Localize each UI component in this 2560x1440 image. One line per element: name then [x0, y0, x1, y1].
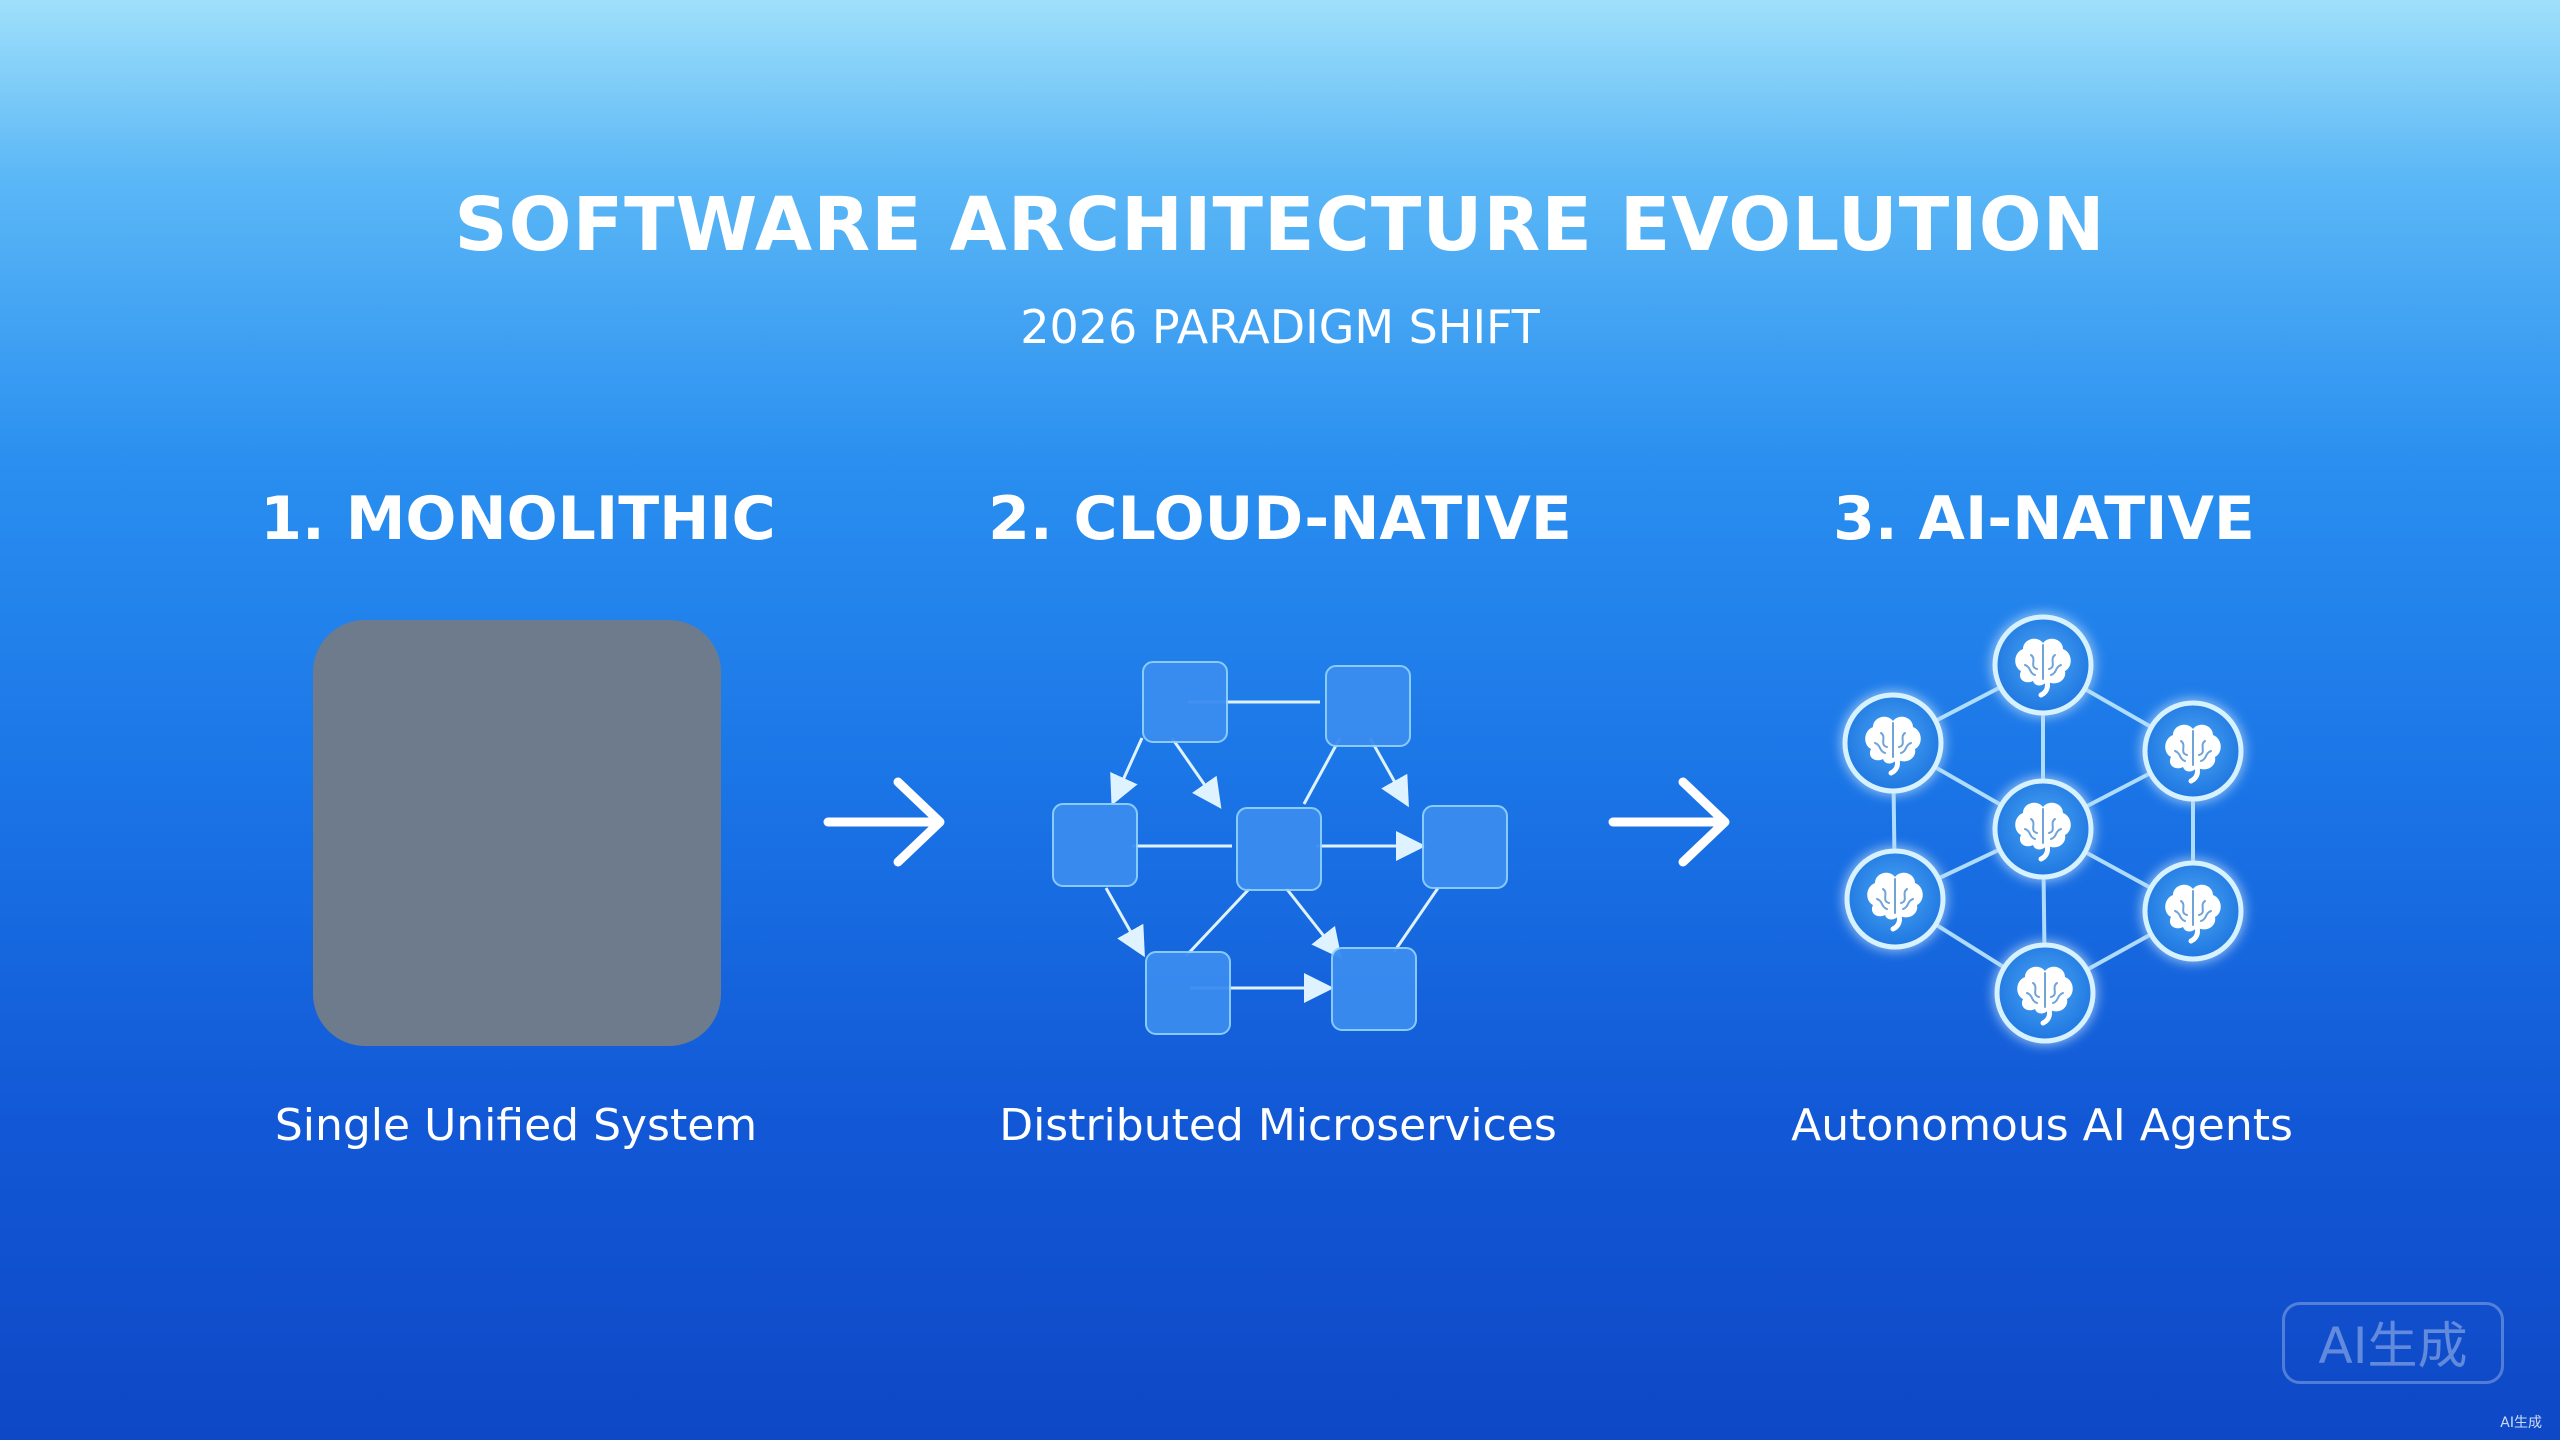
page-subtitle: 2026 PARADIGM SHIFT — [1020, 300, 1540, 354]
ai-agent-node — [2142, 860, 2244, 962]
service-node — [1145, 951, 1231, 1035]
arrow-right-icon — [823, 777, 945, 867]
arrow-right-icon — [1608, 777, 1730, 867]
service-node — [1325, 665, 1411, 747]
stage-title-cloud-native: 2. CLOUD-NATIVE — [988, 484, 1572, 554]
stage-caption-ai-native: Autonomous AI Agents — [1791, 1100, 2293, 1151]
service-node — [1422, 805, 1508, 889]
brain-agent-network — [1842, 614, 2244, 1044]
ai-agent-node — [2142, 700, 2244, 802]
page-title: SOFTWARE ARCHITECTURE EVOLUTION — [454, 182, 2106, 268]
ai-agent-node — [1842, 692, 1944, 794]
ai-agent-node — [1994, 942, 2096, 1044]
ai-agent-node — [1992, 614, 2094, 716]
stage-title-ai-native: 3. AI-NATIVE — [1833, 484, 2255, 554]
service-node — [1236, 807, 1322, 891]
ai-agent-node — [1844, 848, 1946, 950]
service-node — [1052, 803, 1138, 887]
ai-generated-badge: AI生成 — [2282, 1302, 2504, 1384]
ai-agent-node — [1992, 778, 2094, 880]
stage-caption-cloud-native: Distributed Microservices — [999, 1100, 1557, 1151]
stage-title-monolithic: 1. MONOLITHIC — [260, 484, 776, 554]
stage-caption-monolithic: Single Unified System — [274, 1100, 758, 1151]
monolith-block — [313, 620, 721, 1046]
microservice-network — [1052, 661, 1508, 1035]
ai-generated-label: AI生成 — [2500, 1415, 2542, 1431]
service-node — [1142, 661, 1228, 743]
service-node — [1331, 947, 1417, 1031]
